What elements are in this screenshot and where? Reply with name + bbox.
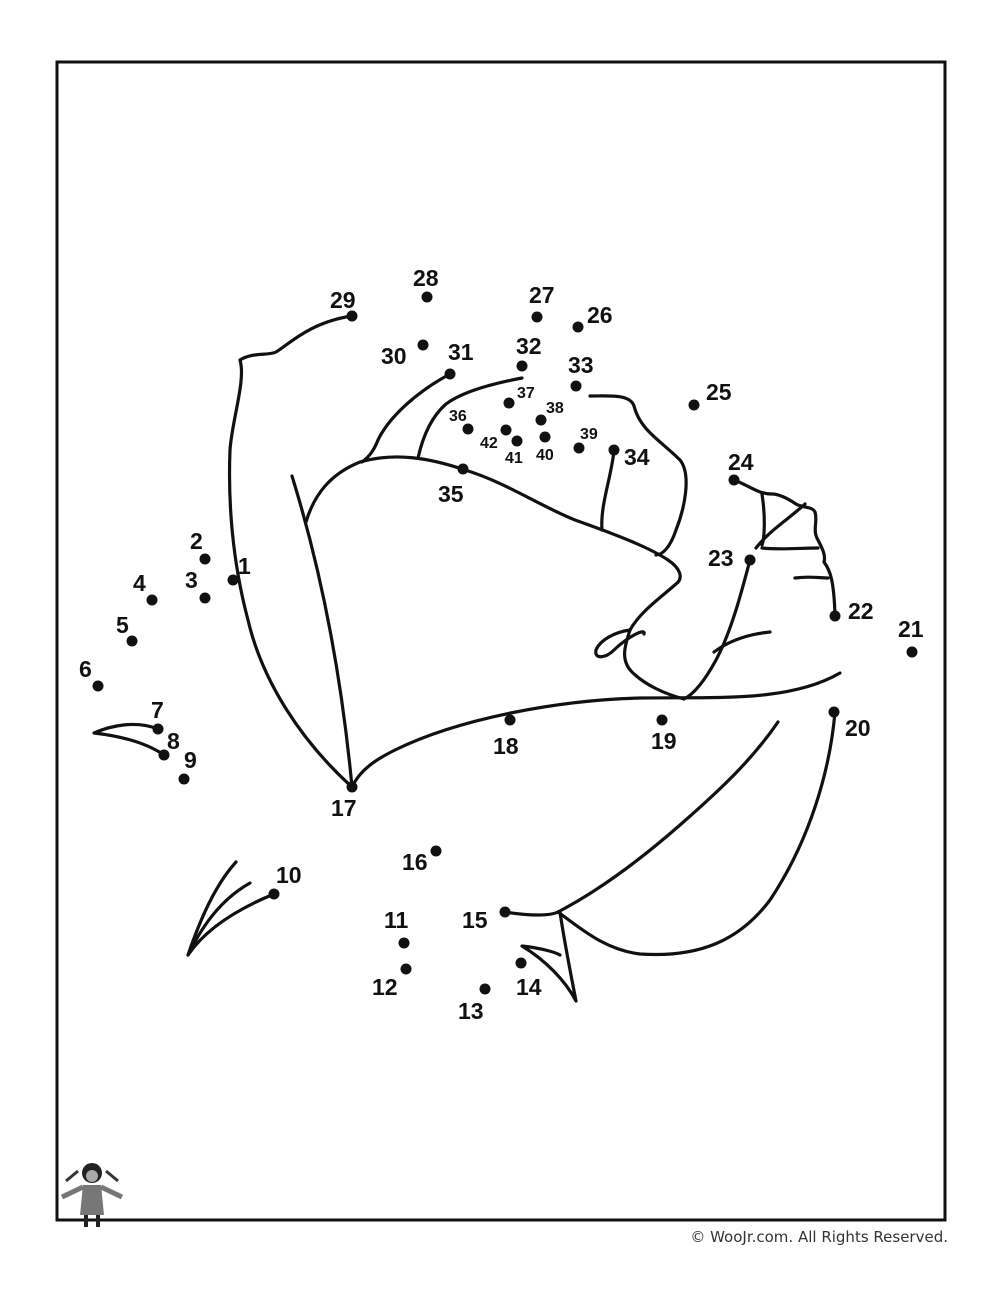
- dot-number-label: 21: [898, 616, 924, 642]
- dot-number-label: 12: [372, 974, 398, 1000]
- dot-8: [158, 749, 170, 761]
- dot-number-label: 26: [587, 302, 613, 328]
- dot-28: [421, 291, 433, 303]
- dot-16: [430, 845, 442, 857]
- dot-2: [199, 553, 211, 565]
- dot-10: [268, 888, 280, 900]
- dot-number-label: 13: [458, 998, 484, 1024]
- dot-number-label: 36: [449, 408, 467, 425]
- dot-number-label: 29: [330, 287, 356, 313]
- dot-number-label: 39: [580, 426, 598, 443]
- dot-6: [92, 680, 104, 692]
- rose-outline: [92, 314, 842, 1003]
- dot-number-label: 42: [480, 435, 498, 452]
- dot-4: [146, 594, 158, 606]
- dot-number-label: 10: [276, 862, 302, 888]
- worksheet-border: [55, 60, 947, 1222]
- dot-number-label: 22: [848, 598, 874, 624]
- dot-number-label: 38: [546, 400, 564, 417]
- dot-number-label: 31: [448, 339, 474, 365]
- dot-number-label: 30: [381, 343, 407, 369]
- dot-number-label: 2: [190, 528, 203, 554]
- dot-25: [688, 399, 700, 411]
- dot-5: [126, 635, 138, 647]
- dot-number-label: 7: [151, 697, 164, 723]
- dot-number-label: 32: [516, 333, 542, 359]
- dot-31: [444, 368, 456, 380]
- dot-number-label: 8: [167, 728, 180, 754]
- dot-number-label: 9: [184, 747, 197, 773]
- dot-number-label: 17: [331, 795, 357, 821]
- dot-number-label: 27: [529, 282, 555, 308]
- dot-35: [457, 463, 469, 475]
- dot-17: [346, 781, 358, 793]
- dot-number-label: 11: [384, 907, 409, 933]
- dot-number-label: 18: [493, 733, 519, 759]
- dot-23: [744, 554, 756, 566]
- dot-number-label: 14: [516, 974, 542, 1000]
- dot-7: [152, 723, 164, 735]
- dot-number-label: 15: [462, 907, 488, 933]
- dot-number-label: 5: [116, 612, 129, 638]
- dot-1: [227, 574, 239, 586]
- dot-number-label: 16: [402, 849, 428, 875]
- dot-26: [572, 321, 584, 333]
- dot-number-label: 23: [708, 545, 734, 571]
- dot-38: [535, 414, 547, 426]
- dot-number-label: 20: [845, 715, 871, 741]
- dot-number-label: 41: [505, 450, 523, 467]
- dot-number-label: 24: [728, 449, 754, 475]
- copyright-notice: © WooJr.com. All Rights Reserved.: [690, 1228, 948, 1246]
- dot-37: [503, 397, 515, 409]
- dot-41: [511, 435, 523, 447]
- dot-39: [573, 442, 585, 454]
- dot-number-label: 37: [517, 385, 535, 402]
- dot-number-label: 34: [624, 444, 650, 470]
- dot-number-label: 35: [438, 481, 464, 507]
- dot-3: [199, 592, 211, 604]
- dot-27: [531, 311, 543, 323]
- dot-20: [828, 706, 840, 718]
- dot-14: [515, 957, 527, 969]
- dot-9: [178, 773, 190, 785]
- dot-24: [728, 474, 740, 486]
- dot-number-label: 25: [706, 379, 732, 405]
- dot-number-label: 40: [536, 447, 554, 464]
- dot-42: [500, 424, 512, 436]
- dot-13: [479, 983, 491, 995]
- woo-jr-mascot-icon: [60, 1163, 124, 1227]
- dot-15: [499, 906, 511, 918]
- dot-33: [570, 380, 582, 392]
- dot-number-label: 1: [238, 553, 251, 579]
- dot-21: [906, 646, 918, 658]
- dot-18: [504, 714, 516, 726]
- dot-number-label: 4: [133, 570, 146, 596]
- dot-29: [346, 310, 358, 322]
- dot-19: [656, 714, 668, 726]
- dot-22: [829, 610, 841, 622]
- dot-32: [516, 360, 528, 372]
- dot-30: [417, 339, 429, 351]
- dot-number-label: 3: [185, 567, 198, 593]
- dot-number-label: 6: [79, 656, 92, 682]
- dot-34: [608, 444, 620, 456]
- dot-number-label: 19: [651, 728, 677, 754]
- dot-number-label: 33: [568, 352, 594, 378]
- dot-number-label: 28: [413, 265, 439, 291]
- dot-12: [400, 963, 412, 975]
- dot-11: [398, 937, 410, 949]
- dot-40: [539, 431, 551, 443]
- dot-36: [462, 423, 474, 435]
